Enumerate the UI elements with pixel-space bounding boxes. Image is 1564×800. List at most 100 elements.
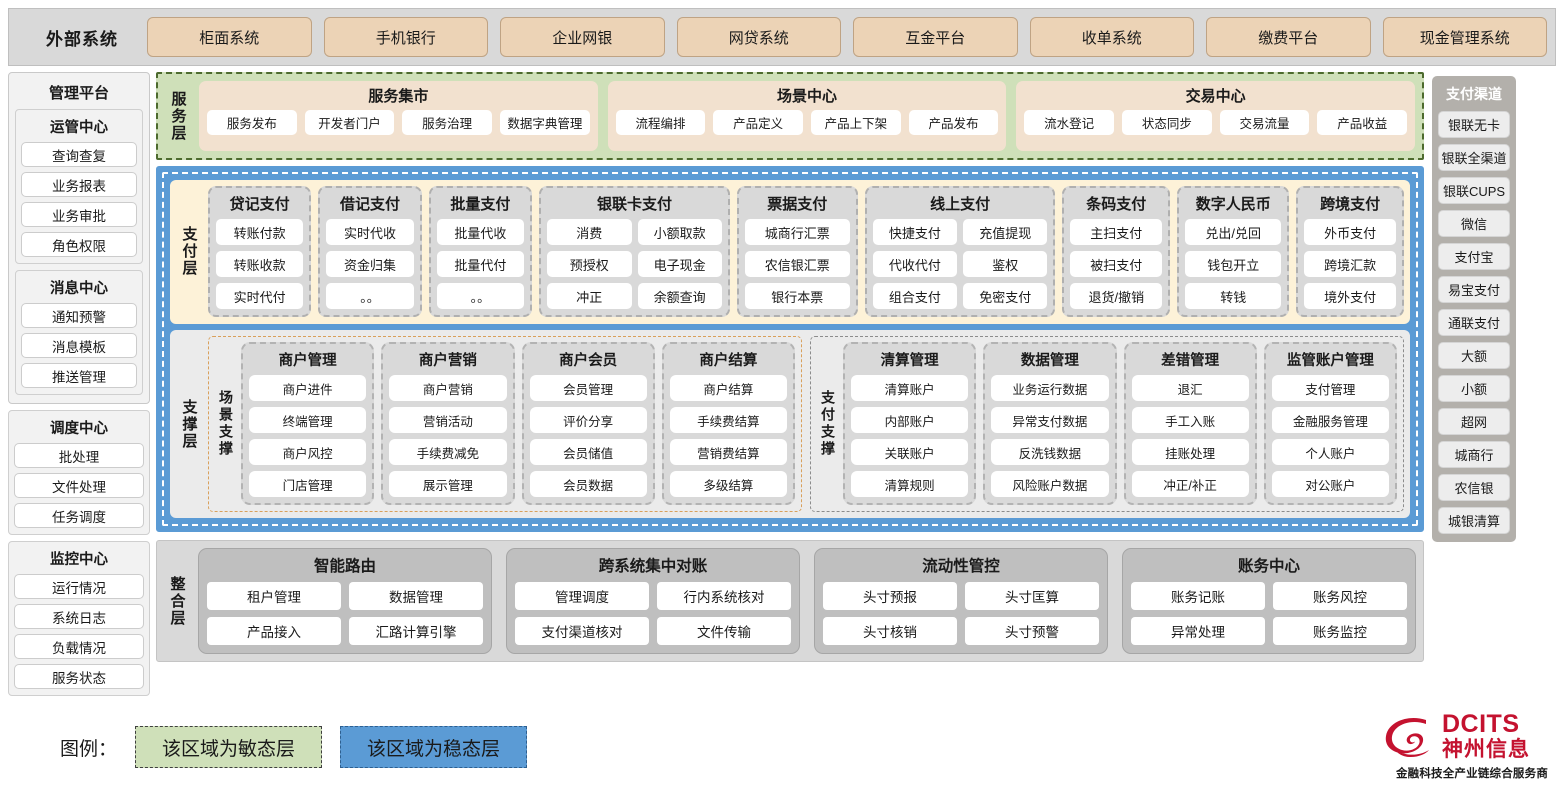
payment-channel-item[interactable]: 城商行 — [1438, 441, 1510, 468]
support-chip[interactable]: 挂账处理 — [1131, 439, 1249, 465]
support-chip[interactable]: 异常支付数据 — [991, 407, 1109, 433]
service-chip[interactable]: 产品定义 — [713, 110, 804, 135]
support-chip[interactable]: 内部账户 — [851, 407, 969, 433]
payment-chip[interactable]: 鉴权 — [963, 251, 1048, 277]
payment-channel-item[interactable]: 超网 — [1438, 408, 1510, 435]
payment-channel-item[interactable]: 农信银 — [1438, 474, 1510, 501]
payment-chip[interactable]: 农信银汇票 — [744, 251, 850, 277]
external-system-chip[interactable]: 网贷系统 — [676, 17, 841, 57]
payment-chip[interactable]: 冲正 — [547, 283, 632, 309]
payment-chip[interactable]: 资金归集 — [326, 251, 414, 277]
payment-chip[interactable]: 组合支付 — [872, 283, 958, 309]
payment-chip[interactable]: 外币支付 — [1304, 219, 1397, 245]
management-item[interactable]: 业务报表 — [21, 172, 137, 197]
integration-chip[interactable]: 头寸匡算 — [965, 582, 1099, 610]
service-chip[interactable]: 流水登记 — [1024, 110, 1115, 135]
external-system-chip[interactable]: 现金管理系统 — [1382, 17, 1547, 57]
payment-chip[interactable]: 预授权 — [547, 251, 632, 277]
integration-chip[interactable]: 头寸核销 — [823, 617, 957, 645]
support-chip[interactable]: 冲正/补正 — [1131, 471, 1249, 497]
payment-channel-item[interactable]: 城银清算 — [1438, 507, 1510, 534]
support-chip[interactable]: 终端管理 — [249, 407, 367, 433]
support-chip[interactable]: 对公账户 — [1271, 471, 1389, 497]
payment-chip[interactable]: 转钱 — [1185, 283, 1282, 309]
payment-chip[interactable]: 充值提现 — [963, 219, 1048, 245]
integration-chip[interactable]: 账务记账 — [1131, 582, 1265, 610]
management-item[interactable]: 文件处理 — [14, 473, 144, 498]
payment-chip[interactable]: 退货/撤销 — [1070, 283, 1163, 309]
support-chip[interactable]: 退汇 — [1131, 375, 1249, 401]
integration-chip[interactable]: 账务风控 — [1273, 582, 1407, 610]
service-chip[interactable]: 产品收益 — [1317, 110, 1408, 135]
support-chip[interactable]: 商户结算 — [669, 375, 787, 401]
support-chip[interactable]: 手续费减免 — [389, 439, 507, 465]
service-chip[interactable]: 产品发布 — [908, 110, 999, 135]
integration-chip[interactable]: 账务监控 — [1273, 617, 1407, 645]
payment-chip[interactable]: 实时代付 — [216, 283, 304, 309]
support-chip[interactable]: 商户风控 — [249, 439, 367, 465]
support-chip[interactable]: 会员管理 — [529, 375, 647, 401]
support-chip[interactable]: 会员储值 — [529, 439, 647, 465]
support-chip[interactable]: 评价分享 — [529, 407, 647, 433]
integration-chip[interactable]: 异常处理 — [1131, 617, 1265, 645]
payment-chip[interactable]: 代收代付 — [872, 251, 958, 277]
service-chip[interactable]: 状态同步 — [1122, 110, 1212, 135]
support-chip[interactable]: 营销费结算 — [669, 439, 787, 465]
support-chip[interactable]: 个人账户 — [1271, 439, 1389, 465]
management-item[interactable]: 负载情况 — [14, 634, 144, 659]
support-chip[interactable]: 业务运行数据 — [991, 375, 1109, 401]
service-chip[interactable]: 开发者门户 — [304, 110, 395, 135]
integration-chip[interactable]: 头寸预报 — [823, 582, 957, 610]
integration-chip[interactable]: 支付渠道核对 — [515, 617, 649, 645]
payment-chip[interactable]: 批量代付 — [436, 251, 525, 277]
support-chip[interactable]: 支付管理 — [1271, 375, 1389, 401]
payment-channel-item[interactable]: 银联全渠道 — [1438, 144, 1510, 171]
management-item[interactable]: 通知预警 — [21, 303, 137, 328]
management-item[interactable]: 角色权限 — [21, 232, 137, 257]
payment-channel-item[interactable]: 小额 — [1438, 375, 1510, 402]
support-chip[interactable]: 关联账户 — [851, 439, 969, 465]
external-system-chip[interactable]: 柜面系统 — [147, 17, 312, 57]
integration-chip[interactable]: 行内系统核对 — [657, 582, 791, 610]
payment-chip[interactable]: 余额查询 — [637, 283, 722, 309]
service-chip[interactable]: 服务发布 — [207, 110, 297, 135]
payment-chip[interactable]: 免密支付 — [963, 283, 1048, 309]
support-chip[interactable]: 营销活动 — [389, 407, 507, 433]
support-chip[interactable]: 清算账户 — [851, 375, 969, 401]
management-item[interactable]: 批处理 — [14, 443, 144, 468]
integration-chip[interactable]: 管理调度 — [515, 582, 649, 610]
payment-chip[interactable]: 。。 — [326, 283, 414, 309]
payment-chip[interactable]: 兑出/兑回 — [1185, 219, 1282, 245]
support-chip[interactable]: 反洗钱数据 — [991, 439, 1109, 465]
integration-chip[interactable]: 租户管理 — [207, 582, 341, 610]
support-chip[interactable]: 商户营销 — [389, 375, 507, 401]
support-chip[interactable]: 手工入账 — [1131, 407, 1249, 433]
payment-chip[interactable]: 城商行汇票 — [744, 219, 850, 245]
integration-chip[interactable]: 数据管理 — [349, 582, 483, 610]
payment-chip[interactable]: 转账收款 — [216, 251, 304, 277]
integration-chip[interactable]: 汇路计算引擎 — [349, 617, 483, 645]
support-chip[interactable]: 多级结算 — [669, 471, 787, 497]
payment-channel-item[interactable]: 支付宝 — [1438, 243, 1510, 270]
service-chip[interactable]: 流程编排 — [615, 110, 706, 135]
external-system-chip[interactable]: 企业网银 — [500, 17, 665, 57]
payment-chip[interactable]: 转账付款 — [216, 219, 304, 245]
payment-channel-item[interactable]: 银联无卡 — [1438, 111, 1510, 138]
payment-chip[interactable]: 批量代收 — [436, 219, 525, 245]
support-chip[interactable]: 商户进件 — [249, 375, 367, 401]
payment-chip[interactable]: 主扫支付 — [1070, 219, 1163, 245]
management-item[interactable]: 任务调度 — [14, 503, 144, 528]
service-chip[interactable]: 交易流量 — [1219, 110, 1310, 135]
management-item[interactable]: 业务审批 — [21, 202, 137, 227]
management-item[interactable]: 消息模板 — [21, 333, 137, 358]
payment-chip[interactable]: 电子现金 — [637, 251, 722, 277]
service-chip[interactable]: 产品上下架 — [811, 110, 901, 135]
payment-channel-item[interactable]: 微信 — [1438, 210, 1510, 237]
management-item[interactable]: 推送管理 — [21, 363, 137, 388]
management-item[interactable]: 运行情况 — [14, 574, 144, 599]
external-system-chip[interactable]: 互金平台 — [853, 17, 1018, 57]
management-item[interactable]: 服务状态 — [14, 664, 144, 689]
external-system-chip[interactable]: 手机银行 — [323, 17, 488, 57]
payment-chip[interactable]: 快捷支付 — [872, 219, 958, 245]
external-system-chip[interactable]: 收单系统 — [1029, 17, 1194, 57]
